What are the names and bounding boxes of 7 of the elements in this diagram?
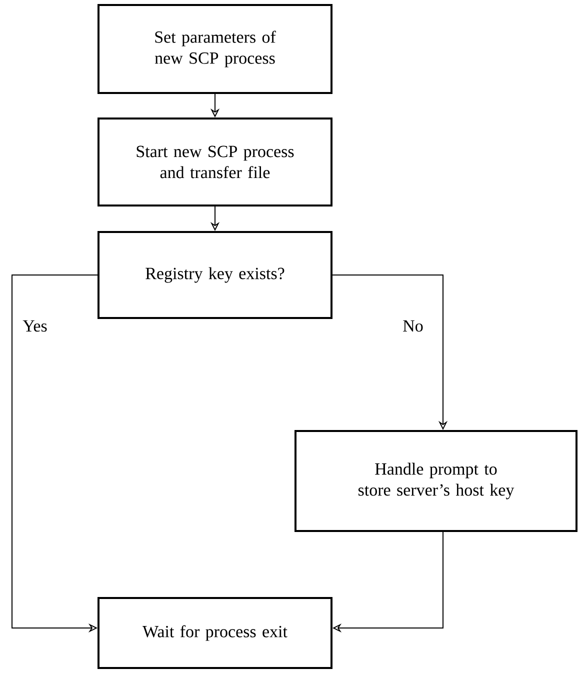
process-box: Registry key exists? [98,231,332,319]
process-box: Start new SCP process and transfer file [98,118,332,206]
edge-label: No [402,319,424,333]
process-box: Set parameters of new SCP process [98,4,332,94]
process-box: Handle prompt to store server’s host key [294,430,578,532]
edge-label: Yes [22,319,48,333]
process-box: Wait for process exit [98,597,332,669]
